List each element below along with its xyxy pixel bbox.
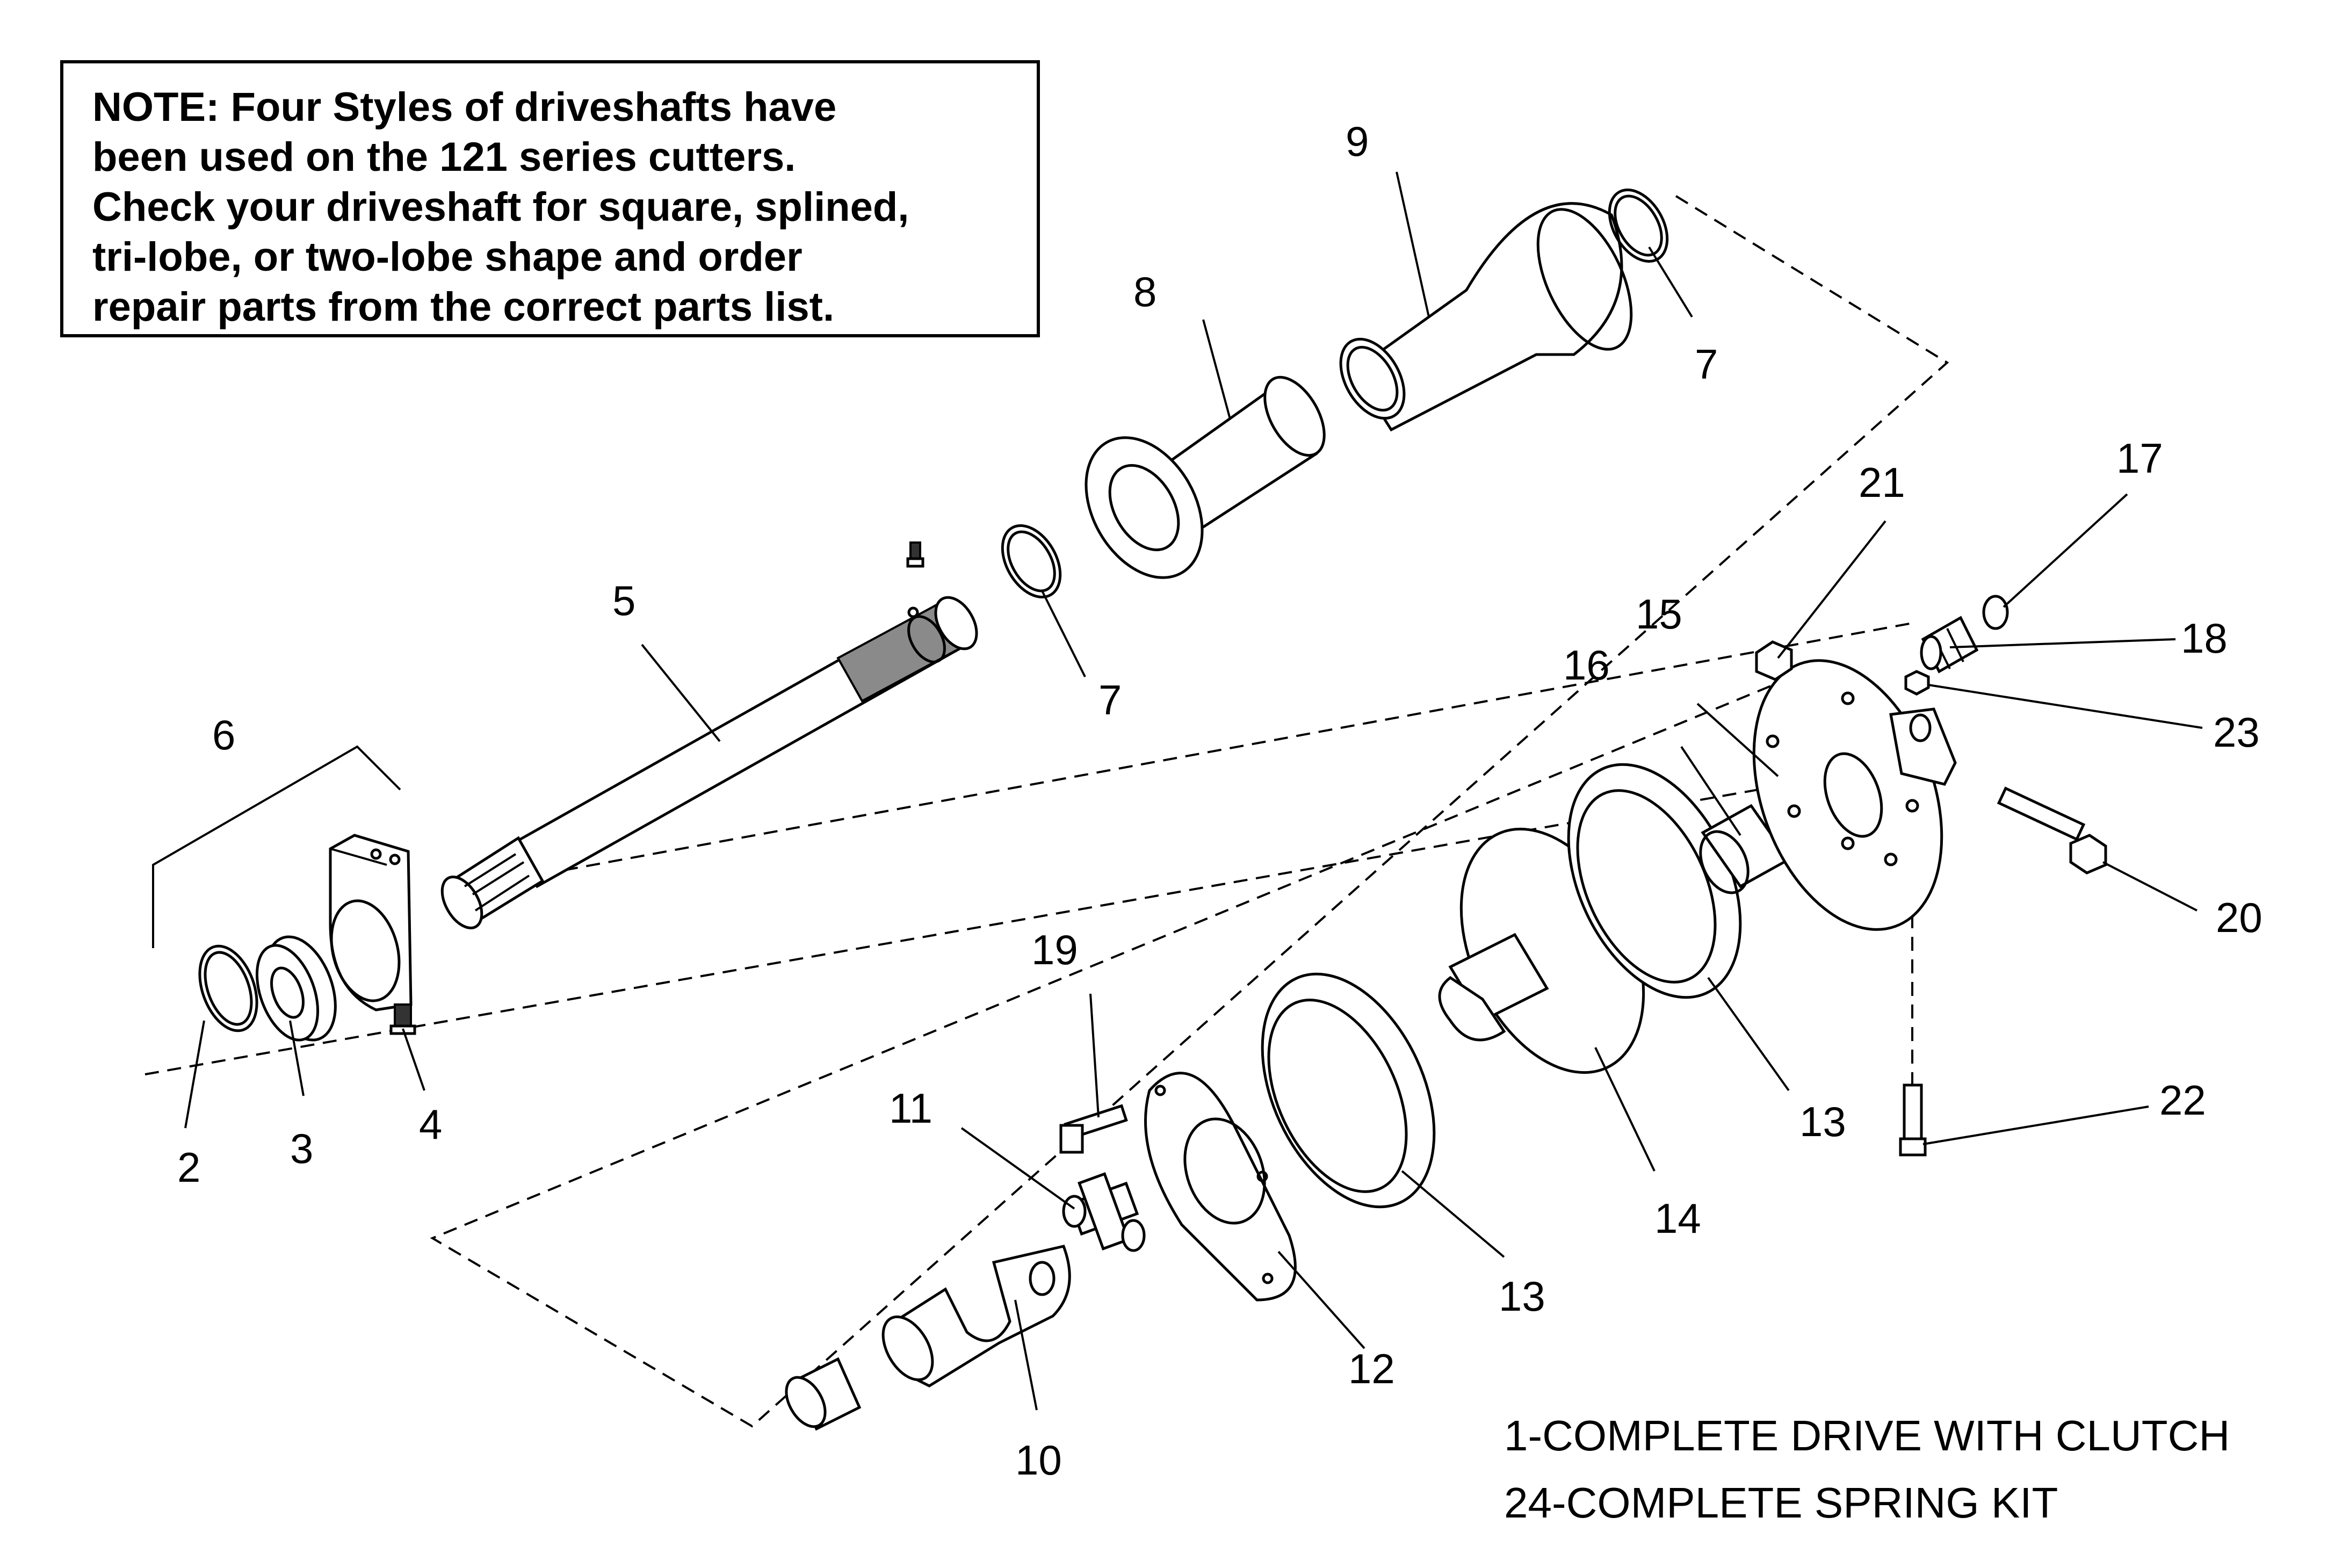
callout-15: 15 xyxy=(1636,590,1682,638)
part-6-bearing-housing xyxy=(329,834,413,1011)
note-line-5: repair parts from the correct parts list… xyxy=(92,284,834,330)
callout-10: 10 xyxy=(1015,1436,1062,1484)
part-9-shield xyxy=(1339,202,1633,432)
part-18-spring xyxy=(1920,616,1979,674)
callout-9: 9 xyxy=(1346,118,1369,165)
note-line-4: tri-lobe, or two-lobe shape and order xyxy=(92,234,803,280)
callout-13-upper: 13 xyxy=(1799,1098,1846,1145)
leader-lines xyxy=(184,171,2203,1411)
callout-7-upper: 7 xyxy=(1695,341,1718,388)
note-line-3: Check your driveshaft for square, spline… xyxy=(92,184,909,230)
callout-11: 11 xyxy=(889,1085,933,1132)
callout-22: 22 xyxy=(2159,1076,2206,1124)
callout-4: 4 xyxy=(419,1101,442,1148)
callout-17: 17 xyxy=(2116,435,2163,482)
part-20-bolt xyxy=(1997,786,2107,875)
callout-3: 3 xyxy=(290,1125,313,1172)
footer-notes: 1-COMPLETE DRIVE WITH CLUTCH 24-COMPLETE… xyxy=(1504,1412,2230,1527)
note-line-2: been used on the 121 series cutters. xyxy=(92,134,796,180)
callout-5: 5 xyxy=(612,577,635,624)
part-5-driveshaft xyxy=(440,541,978,929)
callout-13-lower: 13 xyxy=(1499,1273,1545,1320)
part-10-yoke xyxy=(785,1245,1071,1431)
part-7-ring-lower xyxy=(1001,524,1062,598)
footer-line-1: 1-COMPLETE DRIVE WITH CLUTCH xyxy=(1504,1412,2230,1459)
part-8-outer-tube xyxy=(1085,375,1326,579)
part-13-friction-disc-lower xyxy=(1261,972,1436,1209)
callout-23: 23 xyxy=(2213,709,2260,756)
part-17-washer xyxy=(1982,595,2009,630)
callout-7-lower: 7 xyxy=(1098,676,1122,724)
callout-21: 21 xyxy=(1859,459,1905,506)
part-13-friction-disc-upper xyxy=(1567,763,1742,999)
callout-18: 18 xyxy=(2181,615,2228,662)
part-2-snap-ring xyxy=(198,944,258,1032)
callout-14: 14 xyxy=(1654,1195,1701,1242)
part-19-bolt xyxy=(1059,1104,1128,1154)
part-22-bolt xyxy=(1899,1083,1927,1157)
callout-12: 12 xyxy=(1348,1345,1395,1392)
footer-line-2: 24-COMPLETE SPRING KIT xyxy=(1504,1479,2058,1527)
callout-8: 8 xyxy=(1133,268,1156,315)
part-11-cross xyxy=(1062,1172,1146,1252)
callout-2: 2 xyxy=(177,1144,200,1191)
note-line-1: NOTE: Four Styles of driveshafts have xyxy=(92,84,836,130)
callout-16: 16 xyxy=(1563,641,1610,689)
part-3-bearing xyxy=(255,935,337,1042)
callout-19: 19 xyxy=(1031,926,1078,973)
part-4-grease-fitting xyxy=(389,1003,416,1035)
part-23-nut xyxy=(1904,670,1930,696)
callout-20: 20 xyxy=(2216,894,2263,941)
part-6-bracket xyxy=(152,745,401,948)
callout-6: 6 xyxy=(212,711,235,758)
callout-labels: 2 3 4 5 6 7 7 8 9 10 11 12 13 13 14 15 1… xyxy=(177,118,2263,1484)
part-12-plate xyxy=(1144,1072,1297,1302)
note-box: NOTE: Four Styles of driveshafts have be… xyxy=(60,60,1040,337)
part-15-pressure-plate xyxy=(1752,659,1957,931)
